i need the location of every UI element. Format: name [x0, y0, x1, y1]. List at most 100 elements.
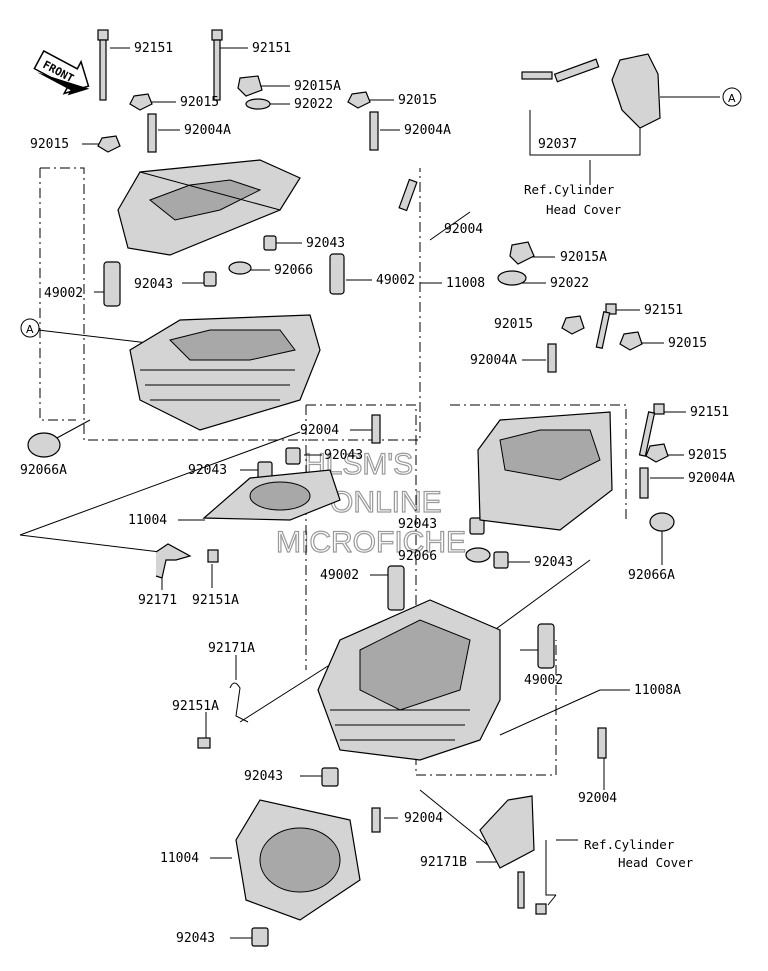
part-label: 92015: [668, 336, 707, 351]
plug-92066-b: [465, 547, 491, 563]
stud-92004a-a: [147, 113, 157, 153]
part-label: 92043: [176, 931, 215, 946]
part-label: 92066: [274, 263, 313, 278]
sleeve-49002-a: [103, 261, 121, 307]
part-label: 92004: [444, 222, 483, 237]
stud-92004a-c: [547, 343, 557, 373]
sleeve-49002-c: [387, 565, 405, 611]
nut-92015-c: [97, 135, 121, 153]
part-label: 92151: [644, 303, 683, 318]
assembly-outlines: [39, 110, 641, 896]
bracket-lower-right: [479, 795, 535, 869]
dowel-92043-f: [493, 551, 509, 569]
washer-92022-b: [497, 270, 527, 286]
nut-92015-d: [561, 315, 585, 335]
fasteners: [27, 29, 675, 947]
gasket-11004-upper: [202, 469, 341, 521]
bolt-92151a-b: [197, 737, 211, 749]
stud-92004-b: [371, 414, 381, 444]
part-label: 92004A: [184, 123, 231, 138]
cylinder-head-cover-upper: [117, 159, 301, 256]
stud-92004-d: [371, 807, 381, 833]
part-label: 92043: [244, 769, 283, 784]
part-label: 92015A: [294, 79, 341, 94]
part-label: 92004A: [688, 471, 735, 486]
bolt-92171b: [517, 871, 547, 915]
reference-a-right-text: A: [728, 92, 736, 105]
reference-a-left-text: A: [26, 323, 34, 336]
front-arrow-icon: FRONT: [33, 49, 90, 96]
stud-92004a-b: [369, 111, 379, 151]
part-label: 49002: [320, 568, 359, 583]
part-label: 92015: [30, 137, 69, 152]
ref-note-lower-line-1: Ref.Cylinder: [584, 837, 675, 852]
bolt-92151-a: [97, 29, 109, 101]
plug-92066-a: [228, 261, 252, 275]
ref-note-lower-line-2: Head Cover: [618, 855, 694, 870]
dowel-92043-d: [285, 447, 301, 465]
part-label: 92171: [138, 593, 177, 608]
part-label: 92151: [252, 41, 291, 56]
cylinder-head-front: [317, 599, 501, 761]
part-label: 92015: [180, 95, 219, 110]
cylinder-head-cover-right: [477, 411, 613, 531]
part-label: 92043: [534, 555, 573, 570]
part-label: 92004A: [470, 353, 517, 368]
nut-92015-a: [129, 93, 153, 111]
watermark-line-3: MICROFICHE: [276, 526, 466, 559]
dowel-92043-e: [469, 517, 485, 535]
nut-92015a-b: [509, 241, 535, 265]
part-label: 92043: [134, 277, 173, 292]
part-label: 92004A: [404, 123, 451, 138]
part-label: 92022: [294, 97, 333, 112]
part-label: 92004: [578, 791, 617, 806]
watermark: HLSM'S ONLINE MICROFICHE: [275, 447, 466, 559]
part-label: 92066A: [628, 568, 675, 583]
bolt-92151-b: [211, 29, 223, 101]
part-label: 92171B: [420, 855, 467, 870]
part-label: 92043: [188, 463, 227, 478]
part-label: 92043: [324, 448, 363, 463]
part-label: 92171A: [208, 641, 255, 656]
nut-92015-e: [619, 331, 643, 351]
plug-92066a-a: [27, 432, 61, 458]
part-label: 92151: [690, 405, 729, 420]
bracket-92171: [155, 543, 192, 579]
part-label: 92151: [134, 41, 173, 56]
bolt-92151a-a: [207, 549, 219, 563]
part-label: 92015: [688, 448, 727, 463]
part-label: 92004: [300, 423, 339, 438]
stud-92004-a: [398, 178, 418, 212]
part-label: 49002: [44, 286, 83, 301]
part-label: 92015: [398, 93, 437, 108]
part-label: 92066: [398, 549, 437, 564]
bolt-92151-d: [638, 403, 665, 457]
part-label: 92043: [306, 236, 345, 251]
reference-a-left: A: [20, 318, 40, 338]
sleeve-49002-d: [537, 623, 555, 669]
part-label: 92151A: [192, 593, 239, 608]
sleeve-49002-b: [329, 253, 345, 295]
dowel-92043-a: [263, 235, 277, 251]
washer-92022-a: [245, 98, 271, 110]
part-label: 11004: [160, 851, 199, 866]
head-cover-bracket: [611, 53, 661, 129]
part-label: 92043: [398, 517, 437, 532]
part-label: 49002: [376, 273, 415, 288]
part-label: 11004: [128, 513, 167, 528]
bolt-92151-c: [595, 303, 617, 349]
part-label: 92022: [550, 276, 589, 291]
clip-92171a: [229, 682, 249, 723]
nut-92015-f: [645, 443, 669, 463]
part-label: 92151A: [172, 699, 219, 714]
part-label: 92015A: [560, 250, 607, 265]
reference-a-right: A: [722, 87, 742, 107]
bolt-92037: [521, 58, 600, 83]
part-labels: 92151 92151 92015A 92015 92022 92015 920…: [20, 41, 735, 946]
part-label: 92037: [538, 137, 577, 152]
part-label: 11008A: [634, 683, 681, 698]
cylinder-head-rear: [129, 314, 321, 431]
ref-note-upper-line-1: Ref.Cylinder: [524, 182, 615, 197]
dowel-92043-g: [321, 767, 339, 787]
